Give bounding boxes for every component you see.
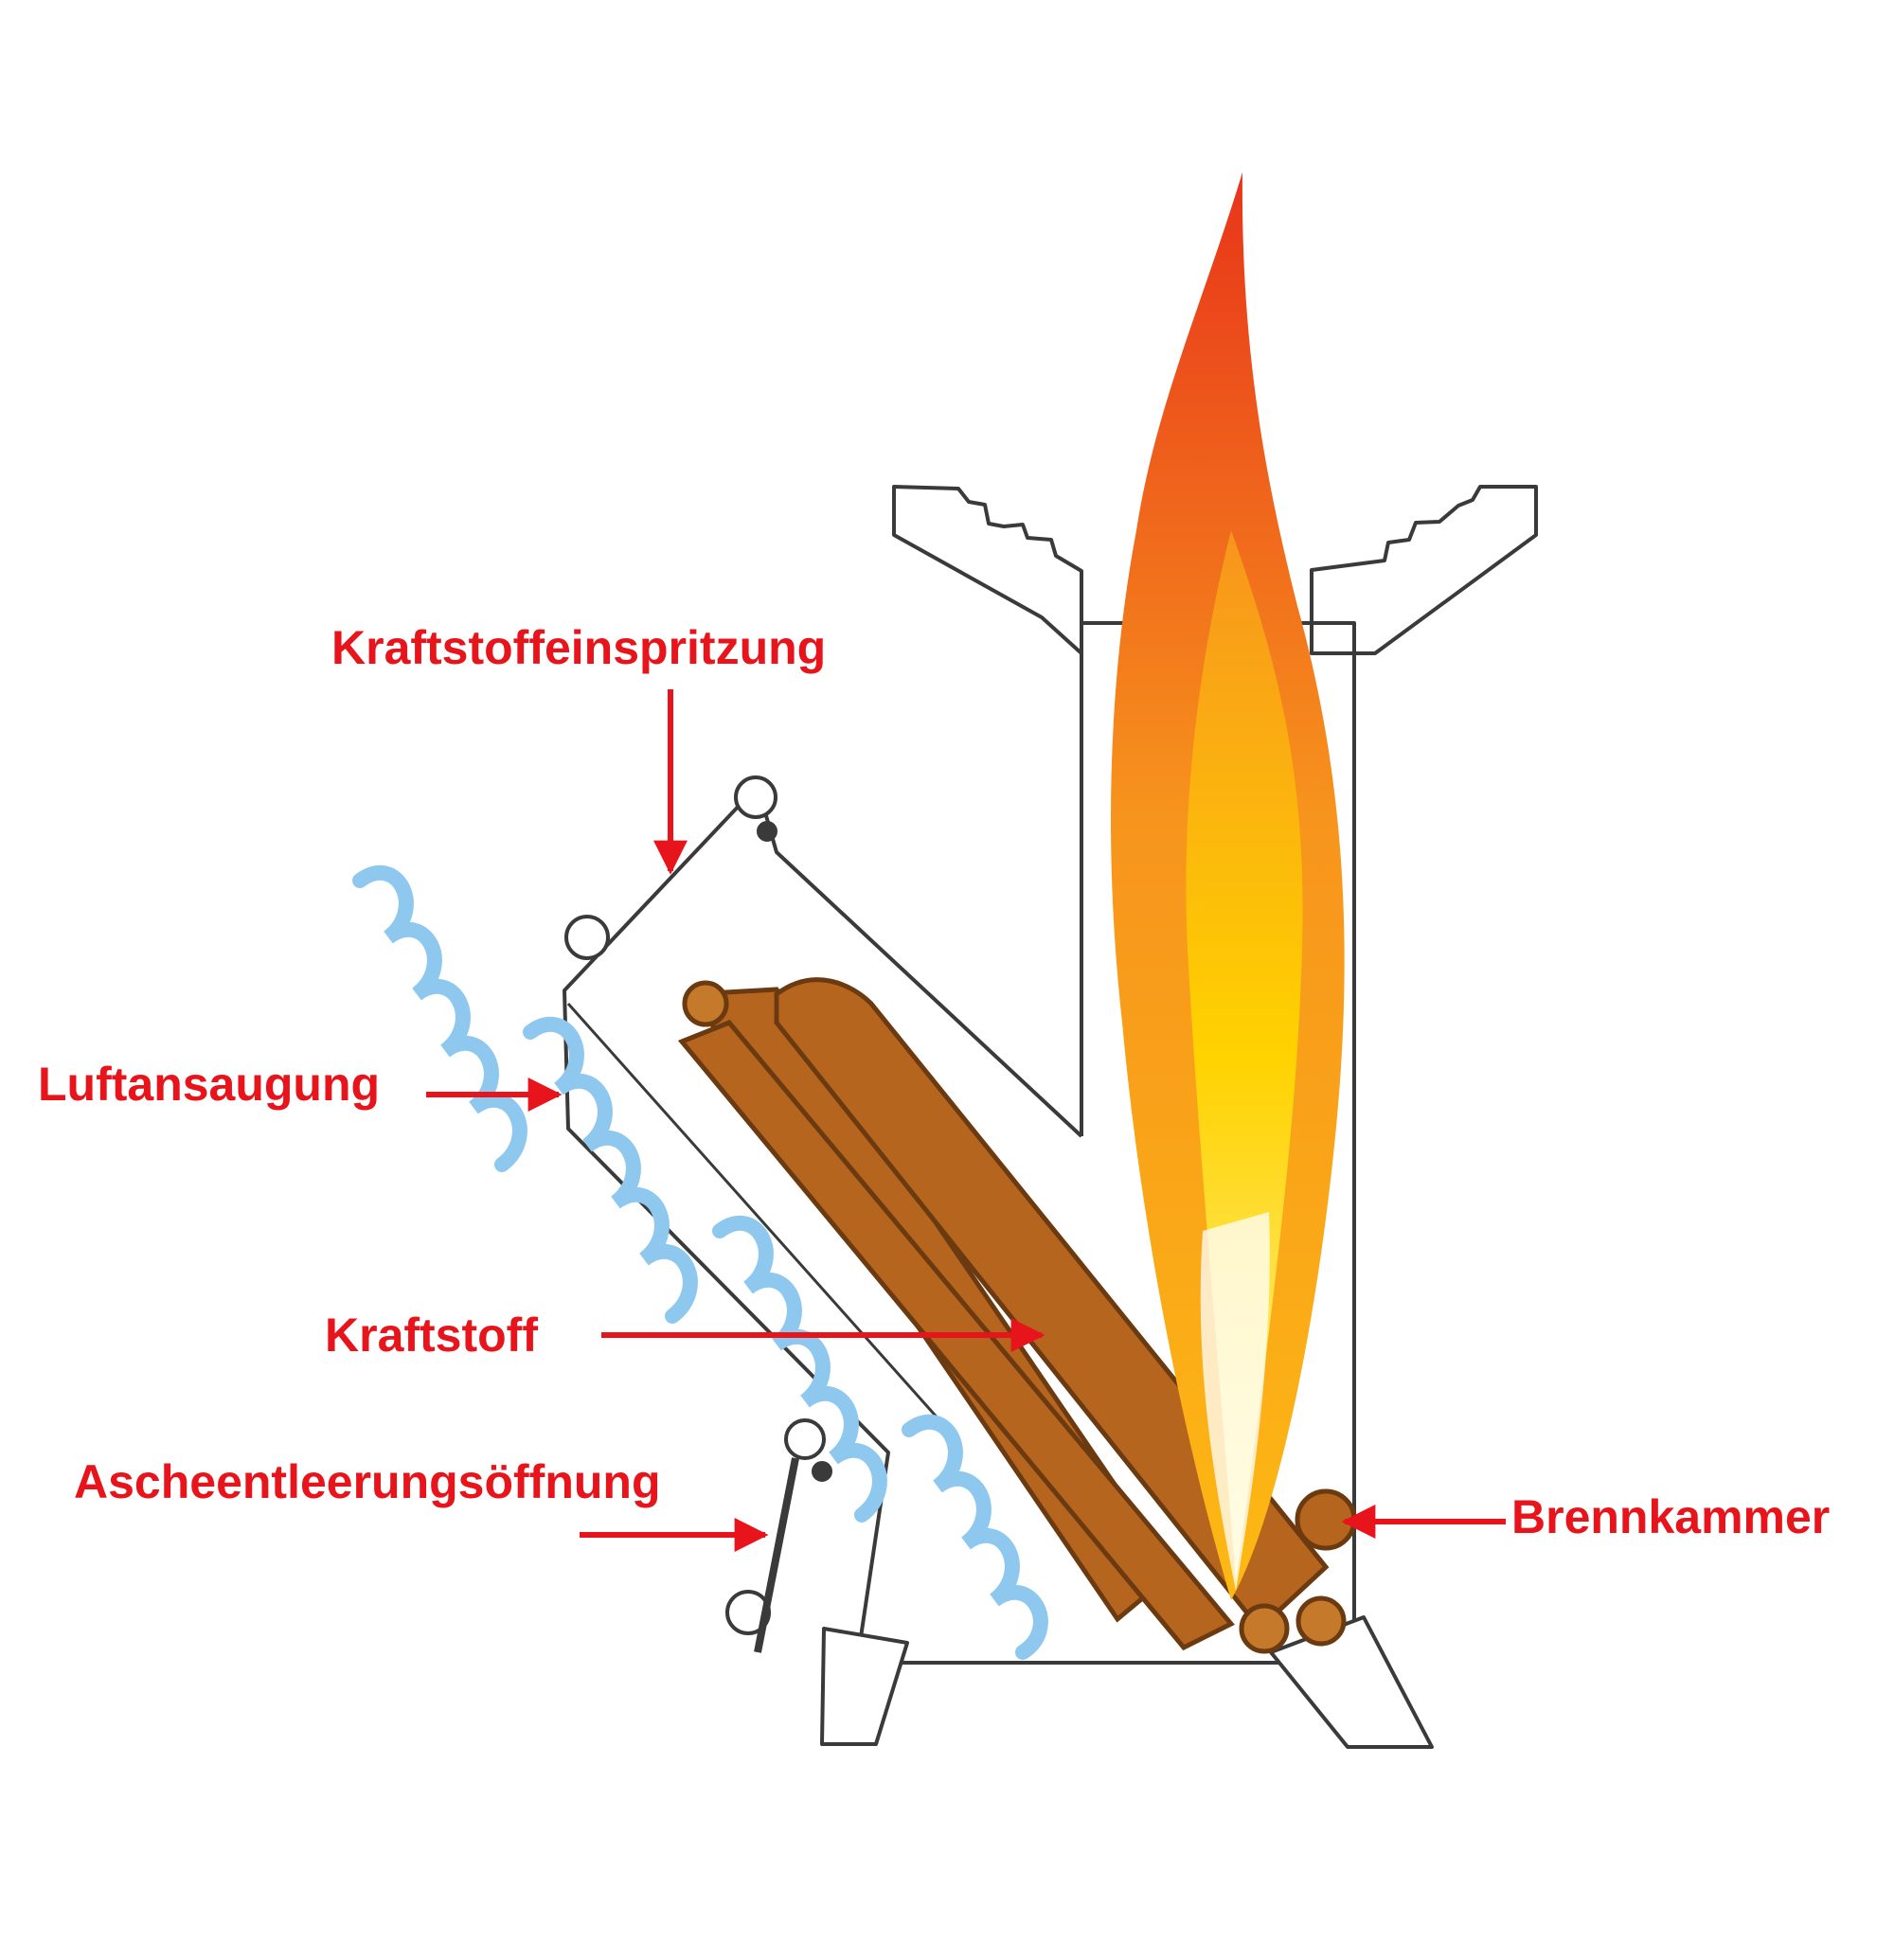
arrows	[426, 689, 1506, 1552]
inner-tube-line	[566, 1003, 958, 1440]
right-foot	[1269, 1615, 1434, 1749]
label-fuel: Kraftstoff	[325, 1309, 538, 1362]
flame	[1111, 172, 1345, 1600]
label-combustion-chamber: Brennkammer	[1511, 1490, 1831, 1543]
right-pot-support	[1310, 485, 1538, 655]
left-hinge	[564, 915, 610, 960]
ash-door-hinge	[784, 1418, 826, 1460]
left-foot	[820, 1627, 909, 1746]
pot-supports	[892, 485, 1538, 655]
air-swirl	[352, 865, 1048, 1660]
fuel-feed-tube	[563, 784, 890, 1664]
ash-door	[754, 1457, 799, 1653]
left-pot-support	[892, 485, 1083, 655]
label-fuel-injection: Kraftstoffeinspritzung	[331, 621, 827, 674]
hinges	[564, 775, 832, 1653]
label-ash-opening: Ascheentleerungsöffnung	[74, 1455, 661, 1508]
log-main	[774, 977, 1330, 1632]
top-hinge	[734, 775, 777, 819]
label-air-intake: Luftansaugung	[38, 1058, 381, 1111]
